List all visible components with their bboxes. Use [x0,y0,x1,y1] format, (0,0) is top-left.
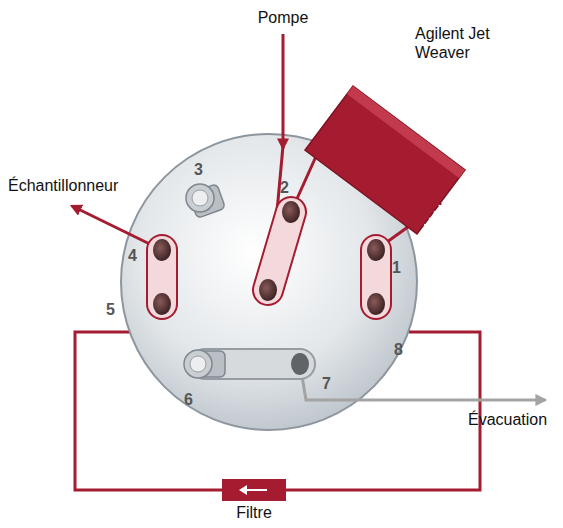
port-label: Échantillonneur [8,176,118,195]
port-fitting [184,350,225,378]
callout-number: 5 [106,300,115,319]
callout-number: 1 [392,258,401,277]
node-label: Agilent Jet Weaver [415,24,515,62]
port-fitting [186,184,226,219]
callout-number: 4 [128,246,137,265]
port-label: Évacuation [468,410,547,429]
callout-number: 3 [194,160,203,179]
callout-number: 6 [184,390,193,409]
filter-box: Filtre [209,479,299,525]
valve-channels [162,212,376,364]
waste-line [300,364,545,400]
port-label: Pompe [258,8,309,27]
callout-number: 8 [394,340,403,359]
pump-line [282,34,285,148]
callout-number: 7 [322,374,331,393]
mixer-box: Agilent Jet Weaver [290,20,520,245]
port-holes [153,201,385,375]
node-label: Filtre [209,503,299,522]
callout-number: 2 [280,178,289,197]
mixer-shape [290,20,520,245]
